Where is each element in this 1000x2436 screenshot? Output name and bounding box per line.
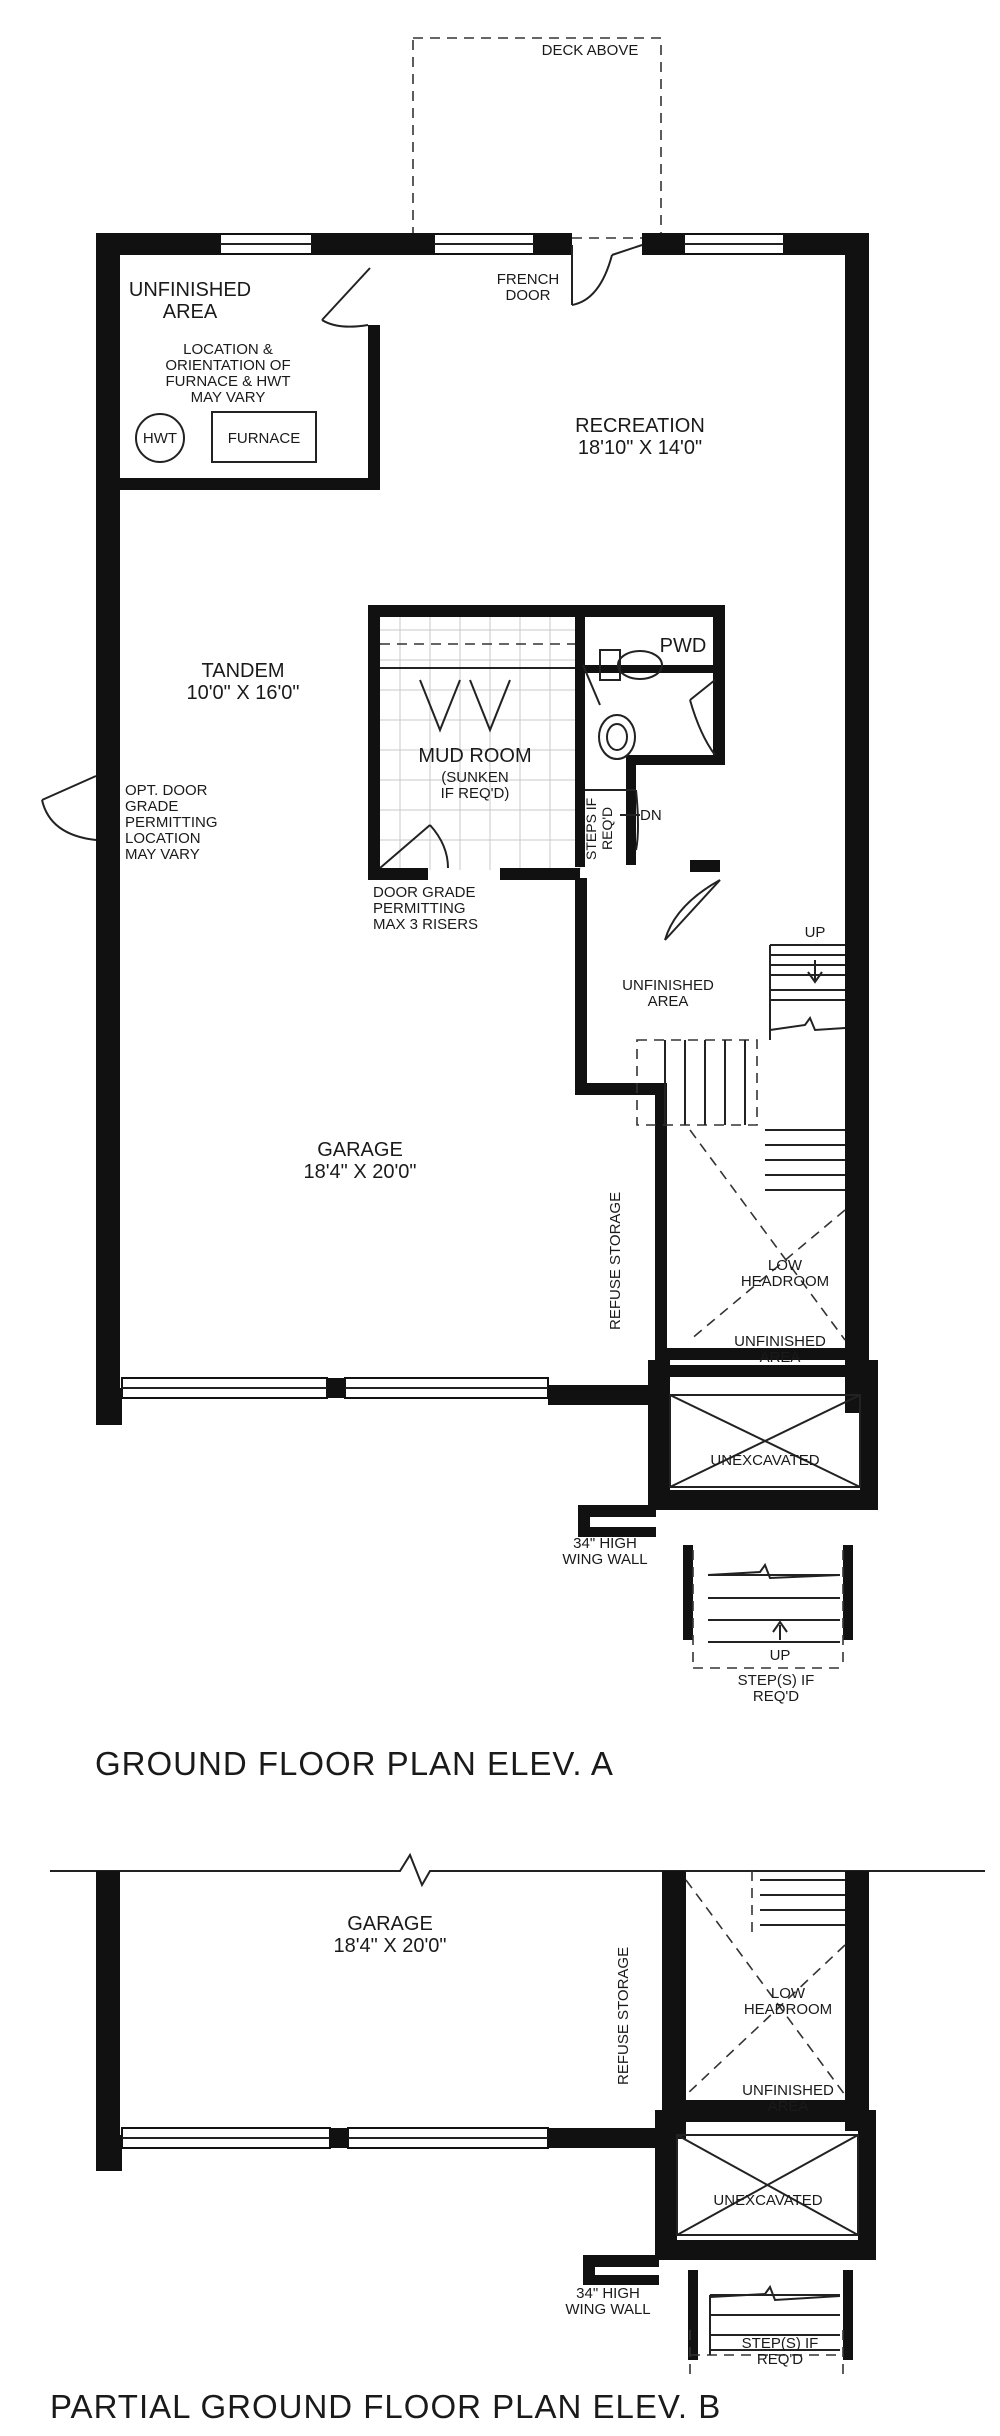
interior-walls-a (108, 325, 855, 1360)
wing-wall-b (583, 2255, 659, 2285)
opt-door-note-5: MAY VARY (125, 846, 200, 863)
break-line (50, 1852, 985, 1888)
unexcavated-area-a (669, 1394, 861, 1488)
opt-door-note-3: PERMITTING (125, 814, 218, 831)
tandem-name: TANDEM (202, 660, 285, 682)
furnace-note-3: FURNACE & HWT (166, 373, 291, 390)
low-headroom-label-a-2: HEADROOM (741, 1273, 829, 1290)
unfinished-area-top-label-1: UNFINISHED (129, 279, 251, 301)
stairs-b (751, 1871, 845, 1932)
furnace-box (211, 411, 317, 463)
windows-b (121, 2127, 549, 2149)
door-grade-note-3: MAX 3 RISERS (373, 916, 478, 933)
furnace-note-1: LOCATION & (183, 341, 273, 358)
exterior-walls-a (96, 233, 878, 1510)
furnace-label: FURNACE (228, 430, 301, 447)
door-grade-note-1: DOOR GRADE (373, 884, 476, 901)
wing-wall-label-b-1: 34" HIGH (576, 2285, 640, 2302)
deck-above-outline (412, 37, 662, 239)
steps-front-label-a-1: STEP(S) IF (738, 1672, 815, 1689)
unfinished-area-top-label-2: AREA (163, 301, 218, 323)
closet-doors (380, 643, 575, 733)
doors-a (41, 244, 721, 941)
mud-room-name: MUD ROOM (418, 745, 531, 767)
wing-wall-label-a-2: WING WALL (562, 1551, 647, 1568)
up-front-label: UP (770, 1647, 791, 1664)
steps-if-reqd-label-1: STEPS IF (583, 798, 599, 860)
low-headroom-label-a-1: LOW (768, 1257, 803, 1274)
steps-front-label-a-2: REQ'D (753, 1688, 799, 1705)
hwt-circle (135, 413, 185, 463)
unfinished-area-low-label-1: UNFINISHED (734, 1333, 826, 1350)
recreation-size: 18'10" X 14'0" (578, 437, 702, 459)
furnace-note-2: ORIENTATION OF (165, 357, 290, 374)
unexcavated-label-b: UNEXCAVATED (713, 2192, 822, 2209)
plan-b-title: PARTIAL GROUND FLOOR PLAN ELEV. B (50, 2388, 721, 2425)
mud-room-note-1: (SUNKEN (441, 769, 509, 786)
french-door-label-2: DOOR (506, 287, 551, 304)
unexcavated-label-a: UNEXCAVATED (710, 1452, 819, 1469)
unfinished-area-label-b-2: AREA (768, 2098, 809, 2115)
door-grade-note-2: PERMITTING (373, 900, 466, 917)
stairs-a (636, 944, 846, 1191)
exterior-walls-b (96, 1871, 876, 2260)
opt-door-note-2: GRADE (125, 798, 178, 815)
recreation-name: RECREATION (575, 415, 705, 437)
steps-if-reqd-label-2: REQ'D (599, 807, 615, 850)
dn-label: DN (640, 807, 662, 824)
steps-front-label-b-1: STEP(S) IF (742, 2335, 819, 2352)
garage-size-a: 18'4" X 20'0" (303, 1161, 416, 1183)
opt-door-note-1: OPT. DOOR (125, 782, 208, 799)
tandem-size: 10'0" X 16'0" (186, 682, 299, 704)
french-door-label-1: FRENCH (497, 271, 560, 288)
front-steps-b (688, 2270, 853, 2380)
plan-b: GARAGE 18'4" X 20'0" REFUSE STORAGE LOW … (50, 1852, 985, 2425)
low-headroom-area-a (689, 1129, 846, 1341)
low-headroom-label-b-1: LOW (771, 1985, 806, 2002)
opt-door-note-4: LOCATION (125, 830, 201, 847)
windows-a (121, 233, 785, 1399)
refuse-storage-label-b: REFUSE STORAGE (615, 1947, 632, 2085)
unfinished-area-low-label-2: AREA (760, 1349, 801, 1366)
deck-above-label: DECK ABOVE (542, 42, 639, 59)
wing-wall-label-b-2: WING WALL (565, 2301, 650, 2318)
steps-front-label-b-2: REQ'D (757, 2351, 803, 2368)
unfinished-area-label-b-1: UNFINISHED (742, 2082, 834, 2099)
refuse-storage-label-a: REFUSE STORAGE (607, 1192, 624, 1330)
pwd-fixtures (598, 649, 663, 760)
up-stair-label: UP (805, 924, 826, 941)
plan-a-title: GROUND FLOOR PLAN ELEV. A (95, 1745, 614, 1782)
furnace-note-4: MAY VARY (191, 389, 266, 406)
garage-name-b: GARAGE (347, 1913, 433, 1935)
hwt-label: HWT (143, 430, 177, 447)
unfinished-area-mid-label-2: AREA (648, 993, 689, 1010)
wing-wall-a (578, 1505, 656, 1537)
unexcavated-area-b (676, 2134, 859, 2236)
garage-size-b: 18'4" X 20'0" (333, 1935, 446, 1957)
front-steps-a (683, 1545, 853, 1669)
wing-wall-label-a-1: 34" HIGH (573, 1535, 637, 1552)
garage-name-a: GARAGE (317, 1139, 403, 1161)
unfinished-area-mid-label-1: UNFINISHED (622, 977, 714, 994)
pwd-label: PWD (660, 635, 707, 657)
plan-a: DECK ABOVE (41, 37, 878, 1782)
low-headroom-area-b (685, 1879, 846, 2096)
low-headroom-label-b-2: HEADROOM (744, 2001, 832, 2018)
mud-room-note-2: IF REQ'D) (441, 785, 510, 802)
mud-room-tile-grid (372, 610, 585, 870)
